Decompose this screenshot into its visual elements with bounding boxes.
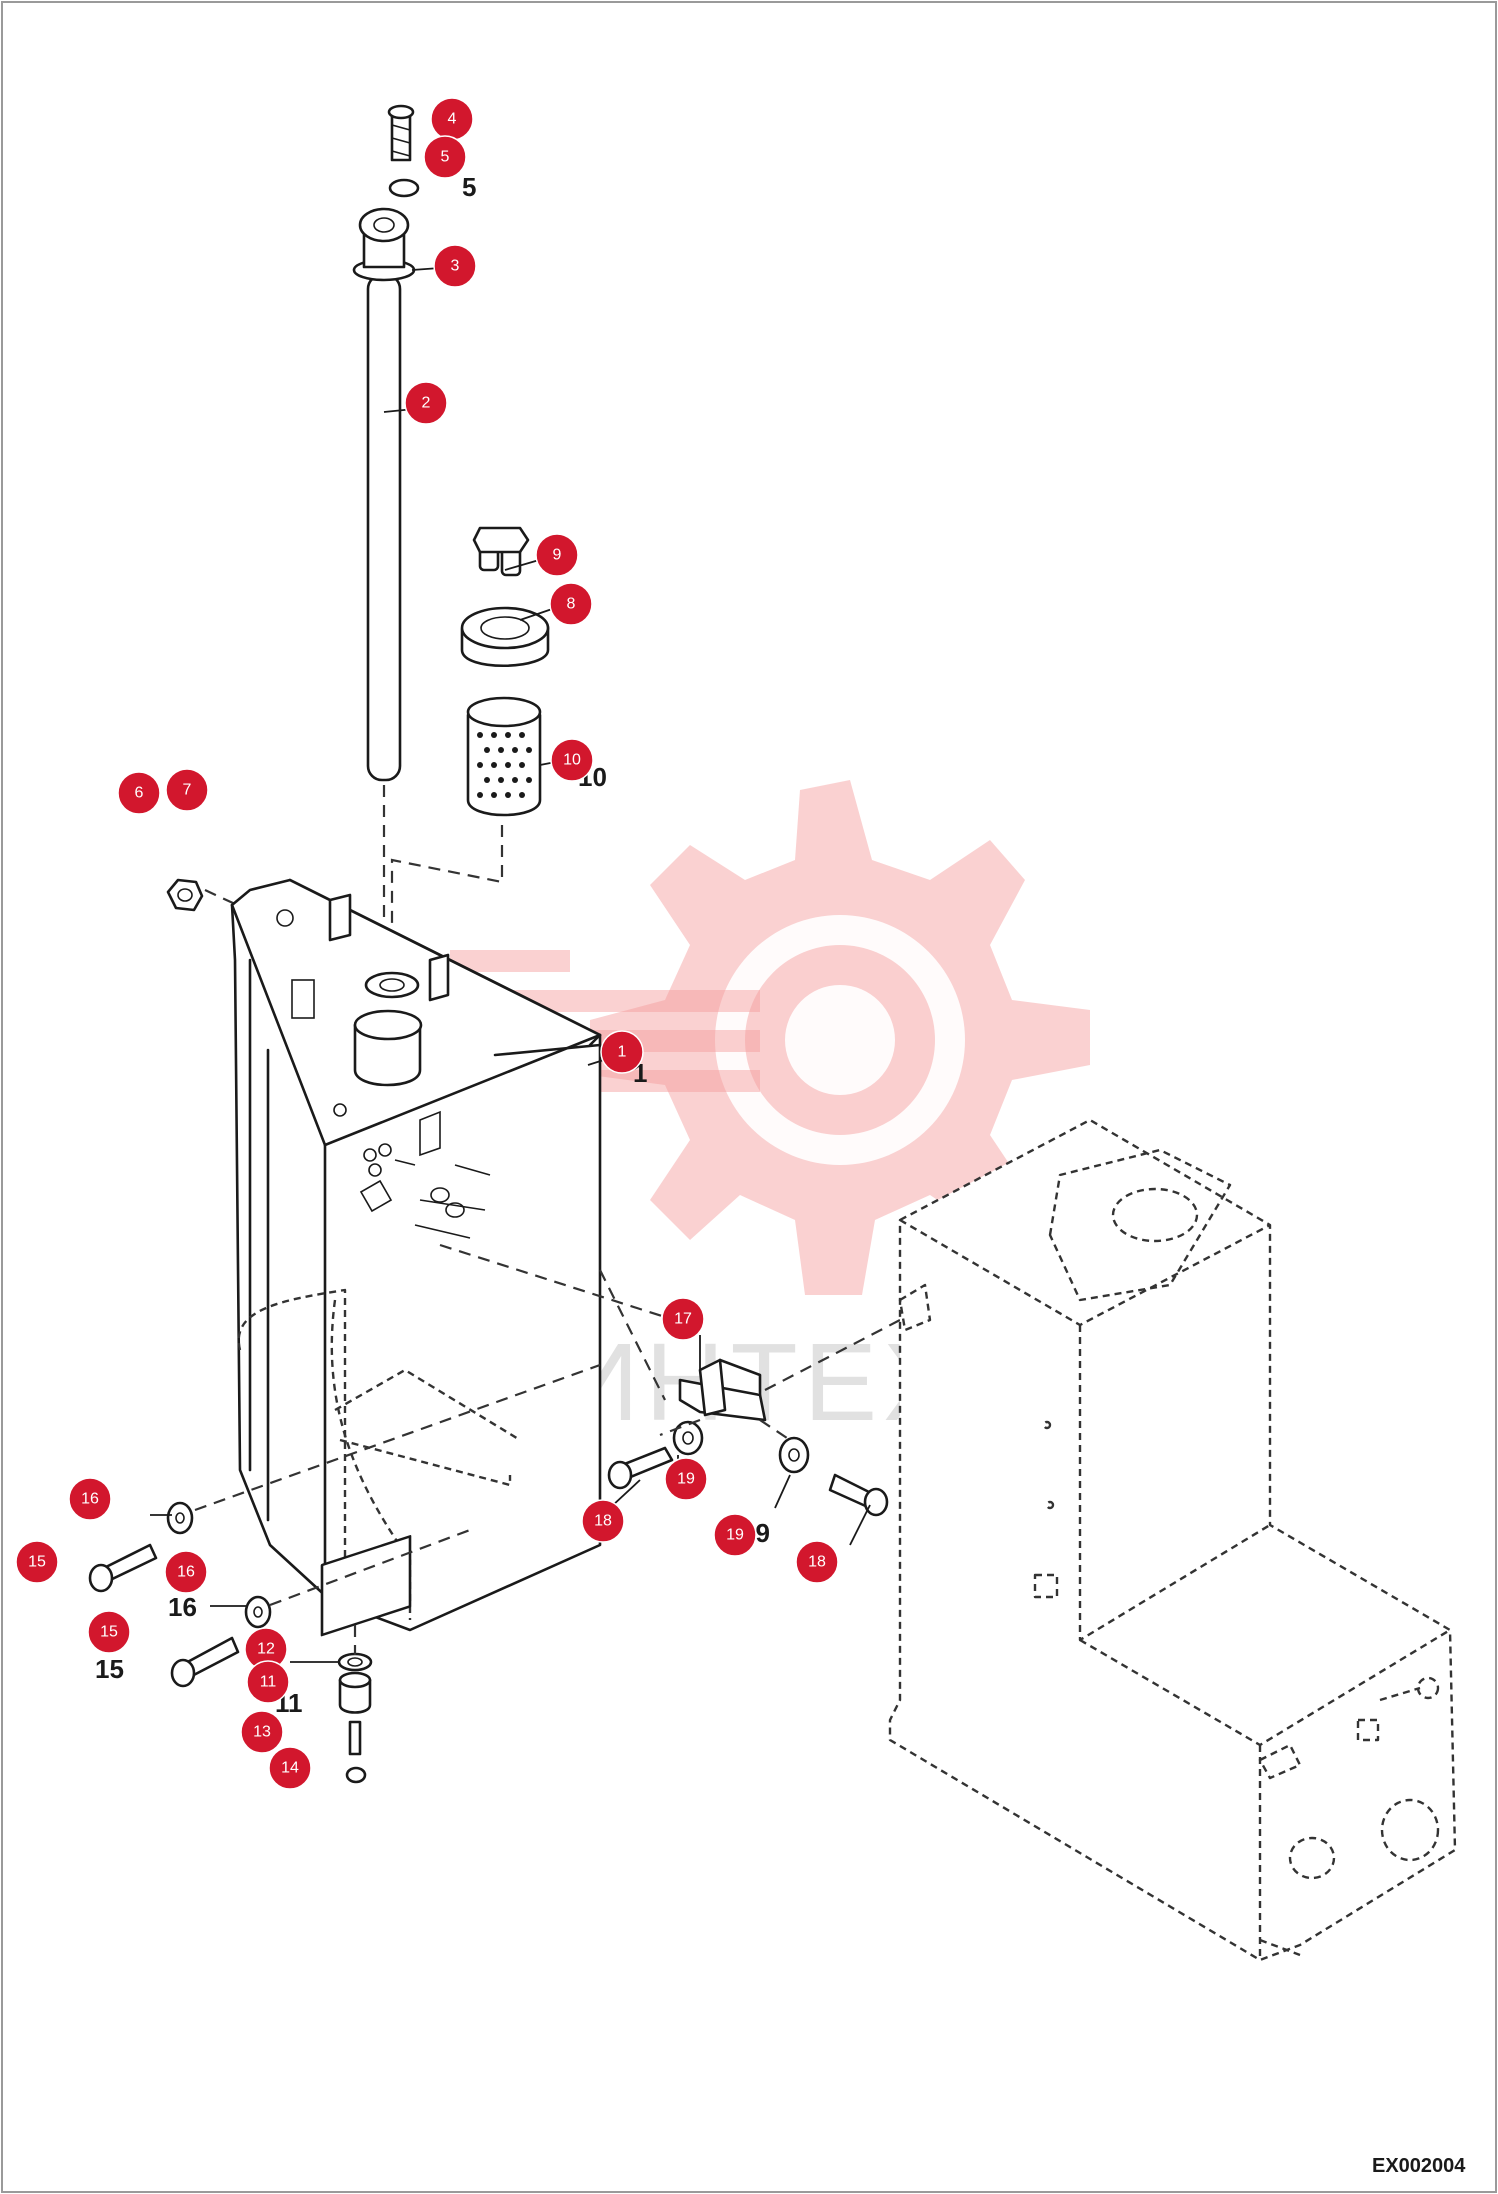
svg-text:12: 12	[257, 1641, 275, 1658]
svg-text:16: 16	[168, 1592, 197, 1622]
svg-text:18: 18	[594, 1513, 612, 1530]
callout-badge-15-upper[interactable]: 15	[15, 1540, 59, 1584]
svg-text:15: 15	[100, 1624, 118, 1641]
svg-text:10: 10	[563, 752, 581, 769]
svg-text:14: 14	[281, 1760, 299, 1777]
callout-badge-16-upper[interactable]: 16	[68, 1477, 112, 1521]
svg-text:11: 11	[260, 1674, 277, 1691]
svg-text:1: 1	[618, 1044, 627, 1061]
bracket-and-bolts	[607, 1358, 889, 1517]
svg-text:13: 13	[253, 1724, 271, 1741]
svg-text:6: 6	[135, 785, 144, 802]
callout-badge-11[interactable]: 11	[246, 1660, 290, 1704]
drain-fittings	[337, 1652, 373, 1784]
callout-badge-1[interactable]: 1	[600, 1030, 644, 1074]
svg-text:19: 19	[726, 1527, 744, 1544]
callout-badge-6[interactable]: 6	[117, 771, 161, 815]
callout-badge-4[interactable]: 4	[430, 97, 474, 141]
callout-badge-2[interactable]: 2	[404, 381, 448, 425]
callout-badge-17[interactable]: 17	[661, 1297, 705, 1341]
svg-text:3: 3	[451, 258, 460, 275]
callout-badge-13[interactable]: 13	[240, 1710, 284, 1754]
callout-badge-9[interactable]: 9	[535, 533, 579, 577]
left-bolts-and-washers	[88, 1501, 272, 1688]
callout-badge-18-right[interactable]: 18	[795, 1540, 839, 1584]
svg-text:9: 9	[553, 547, 562, 564]
callout-badge-7[interactable]: 7	[165, 768, 209, 812]
callout-badge-19-right[interactable]: 19	[713, 1513, 757, 1557]
assembly-lines-lower	[194, 1243, 901, 1655]
svg-text:4: 4	[448, 111, 457, 128]
gauge-tube-assembly	[352, 104, 420, 782]
svg-text:16: 16	[81, 1491, 99, 1508]
callout-badge-15-lower[interactable]: 15	[87, 1610, 131, 1654]
hydraulic-tank-phantom	[888, 1118, 1457, 1962]
callout-badge-10[interactable]: 10	[550, 738, 594, 782]
callout-badge-16-lower[interactable]: 16	[164, 1550, 208, 1594]
svg-text:7: 7	[183, 782, 192, 799]
svg-text:15: 15	[28, 1554, 46, 1571]
svg-text:8: 8	[567, 596, 576, 613]
callout-badge-19-left[interactable]: 19	[664, 1457, 708, 1501]
drawing-code: EX002004	[1372, 2155, 1466, 2177]
nut-part	[166, 878, 204, 912]
callout-badge-14[interactable]: 14	[268, 1746, 312, 1790]
tank-hardware-cluster	[363, 1143, 491, 1239]
filler-cap-assembly	[460, 526, 550, 817]
svg-text:19: 19	[677, 1471, 695, 1488]
svg-text:18: 18	[808, 1554, 826, 1571]
svg-text:2: 2	[422, 395, 431, 412]
svg-text:15: 15	[95, 1654, 124, 1684]
svg-text:5: 5	[462, 172, 476, 202]
callout-badge-12[interactable]: 12	[244, 1627, 288, 1671]
svg-text:5: 5	[441, 149, 450, 166]
callout-badge-8[interactable]: 8	[549, 582, 593, 626]
svg-text:16: 16	[177, 1564, 195, 1581]
callout-badge-5[interactable]: 5	[423, 135, 467, 179]
leader-lines	[150, 267, 871, 1663]
svg-text:17: 17	[674, 1311, 692, 1328]
main-fuel-tank	[230, 878, 602, 1637]
callout-badge-18-left[interactable]: 18	[581, 1499, 625, 1543]
callout-badge-3[interactable]: 3	[433, 244, 477, 288]
